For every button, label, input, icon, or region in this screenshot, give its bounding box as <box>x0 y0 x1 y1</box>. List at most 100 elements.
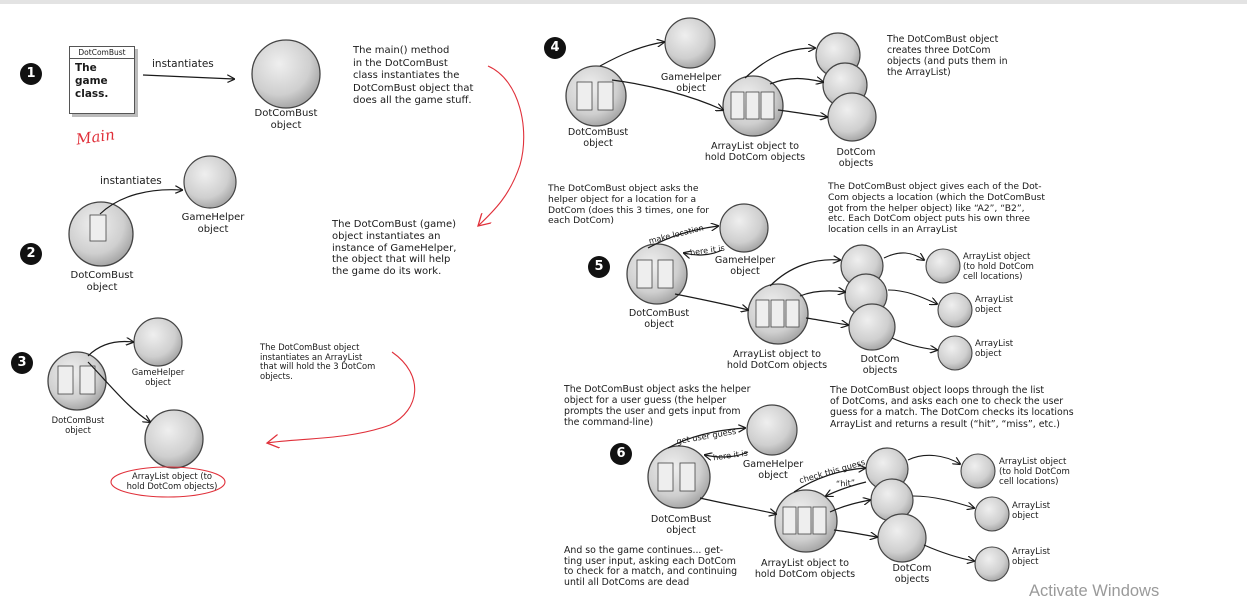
step6-arraylist-label: ArrayList object to hold DotCom objects <box>750 558 860 580</box>
step5-cell-arraylist-2 <box>937 292 973 328</box>
step5-arraylist-label: ArrayList object to hold DotCom objects <box>722 349 832 371</box>
step4-gamehelper-object <box>664 17 716 69</box>
step6-cell-arrow-3 <box>923 544 974 561</box>
step-2-badge: 2 <box>20 243 42 265</box>
step5-dotcom-arrow-1 <box>769 260 840 287</box>
note-line: in the DotComBust <box>353 57 448 69</box>
label-line: ArrayList object <box>963 252 1031 262</box>
step6-note-bottom: And so the game continues... get- ting u… <box>564 545 737 588</box>
step-3-badge: 3 <box>11 352 33 374</box>
step4-note: The DotComBust object creates three DotC… <box>887 34 1008 78</box>
label-line: DotComBust <box>70 270 134 281</box>
step5-here-it-is-arrow <box>684 249 723 255</box>
step6-al-cup-0 <box>782 506 797 535</box>
step4-dotcom-arrow-2 <box>769 79 823 85</box>
label-line: DotCom <box>892 563 932 574</box>
label-line: (to hold DotCom <box>999 467 1070 477</box>
step5-gamehelper-object <box>719 203 769 253</box>
dotcombust-class-card: DotComBust The game class. <box>69 46 135 114</box>
step6-dotcom-label: DotCom objects <box>882 563 942 585</box>
label-line: ArrayList object (to <box>131 471 212 481</box>
step4-helper-cup <box>576 81 593 111</box>
step5-dotcom-object-3 <box>848 303 896 351</box>
step6-get-guess-arrow <box>667 428 745 449</box>
step4-helper-label: GameHelper object <box>648 72 734 94</box>
note-line: of DotComs, and asks each one to check t… <box>830 396 1064 408</box>
step4-dotcom-object-3 <box>827 92 877 142</box>
step6-helper-cup <box>657 462 674 492</box>
step5-cell-arraylist-label-1: ArrayList object (to hold DotCom cell lo… <box>963 252 1034 282</box>
label-line: GameHelper <box>181 212 245 223</box>
step5-arraylist-arrow <box>674 293 748 310</box>
step5-make-location-arrow <box>647 226 718 249</box>
note-line: DotComBust object that <box>353 82 474 94</box>
note-line: object instantiates an <box>332 230 441 242</box>
step6-hit-label: “hit” <box>835 477 856 489</box>
step4-al-cup-1 <box>745 91 760 120</box>
label-line: DotComBust <box>51 415 105 425</box>
label-line: GameHelper <box>714 255 776 266</box>
label-line: object <box>270 120 302 131</box>
note-line: The DotComBust object loops through the … <box>830 385 1045 396</box>
step6-helper-label: GameHelper object <box>728 459 818 481</box>
label-line: object <box>975 349 1002 359</box>
step2-gamehelper-object <box>183 155 237 209</box>
step3-arraylist-arrow <box>87 361 150 422</box>
label-line: ArrayList <box>1012 547 1051 557</box>
step-5-badge: 5 <box>588 256 610 278</box>
step6-cell-arrow-1 <box>907 454 960 464</box>
step5-note-left: The DotComBust object asks the helper ob… <box>548 183 709 227</box>
step6-check-guess-arrow <box>793 468 865 493</box>
note-line: ting user input, asking each DotCom <box>564 555 736 567</box>
step6-arraylist-arrow <box>699 497 776 514</box>
step4-arraylist-label: ArrayList object to hold DotCom objects <box>700 141 810 163</box>
label-line: GameHelper <box>660 72 722 83</box>
note-line: The main() method <box>353 45 450 56</box>
label-line: ArrayList object <box>999 457 1067 467</box>
step3-arraylist-object <box>144 409 204 469</box>
step5-cell-arraylist-label-3: ArrayList object <box>975 339 1013 359</box>
step4-dotcom-label: DotCom objects <box>826 147 886 169</box>
note-line: until all DotComs are dead <box>564 576 690 588</box>
note-line: objects. <box>260 370 293 381</box>
note-line: class instantiates the <box>353 70 460 81</box>
note-line: instantiates an ArrayList <box>260 351 363 362</box>
step6-note-left: The DotComBust object asks the helper ob… <box>564 384 750 428</box>
step3-note: The DotComBust object instantiates an Ar… <box>260 342 375 381</box>
step5-cell-arrow-3 <box>891 337 937 350</box>
step5-al-cup-2 <box>785 299 800 328</box>
label-line: hold DotCom objects <box>704 152 806 163</box>
step1-note: The main() method in the DotComBust clas… <box>353 45 473 108</box>
step-6-badge: 6 <box>610 443 632 465</box>
note-line: the ArrayList) <box>887 67 951 78</box>
note-line: And so the game continues... get- <box>564 545 724 556</box>
label-line: DotComBust <box>254 108 318 119</box>
label-line: DotComBust <box>650 514 712 525</box>
step6-dotcom-object-3 <box>877 513 927 563</box>
step5-cell-arraylist-label-2: ArrayList object <box>975 295 1013 315</box>
label-line: DotCom <box>860 354 900 365</box>
note-line: The DotComBust object <box>887 34 999 45</box>
note-line: location cells in an ArrayList <box>828 224 958 236</box>
step1-instantiates-arrow <box>142 74 234 79</box>
label-line: hold DotCom objects <box>754 569 856 580</box>
step3-arraylist-label: ArrayList object (to hold DotCom objects… <box>120 471 224 491</box>
label-line: objects <box>838 158 874 169</box>
step3-red-arrow <box>267 351 416 443</box>
activate-windows-watermark: Activate Windows <box>1029 582 1160 600</box>
step5-cell-arrow-1 <box>883 252 924 260</box>
step5-cell-arraylist-1 <box>925 248 961 284</box>
note-line: the object that will help <box>332 254 451 266</box>
step4-dotcom-arrow-1 <box>744 48 815 79</box>
step6-hit-arrow <box>826 481 867 496</box>
step6-cell-arraylist-3 <box>974 546 1010 582</box>
note-line: does all the game stuff. <box>353 95 472 106</box>
step4-bust-label: DotComBust object <box>555 127 641 149</box>
note-line: The DotComBust object gives each of the … <box>828 181 1042 192</box>
step6-cell-arraylist-label-3: ArrayList object <box>1012 547 1050 567</box>
step3-red-circle <box>110 466 226 498</box>
label-line: objects <box>862 365 898 376</box>
step3-bust-label: DotComBust object <box>38 415 118 435</box>
